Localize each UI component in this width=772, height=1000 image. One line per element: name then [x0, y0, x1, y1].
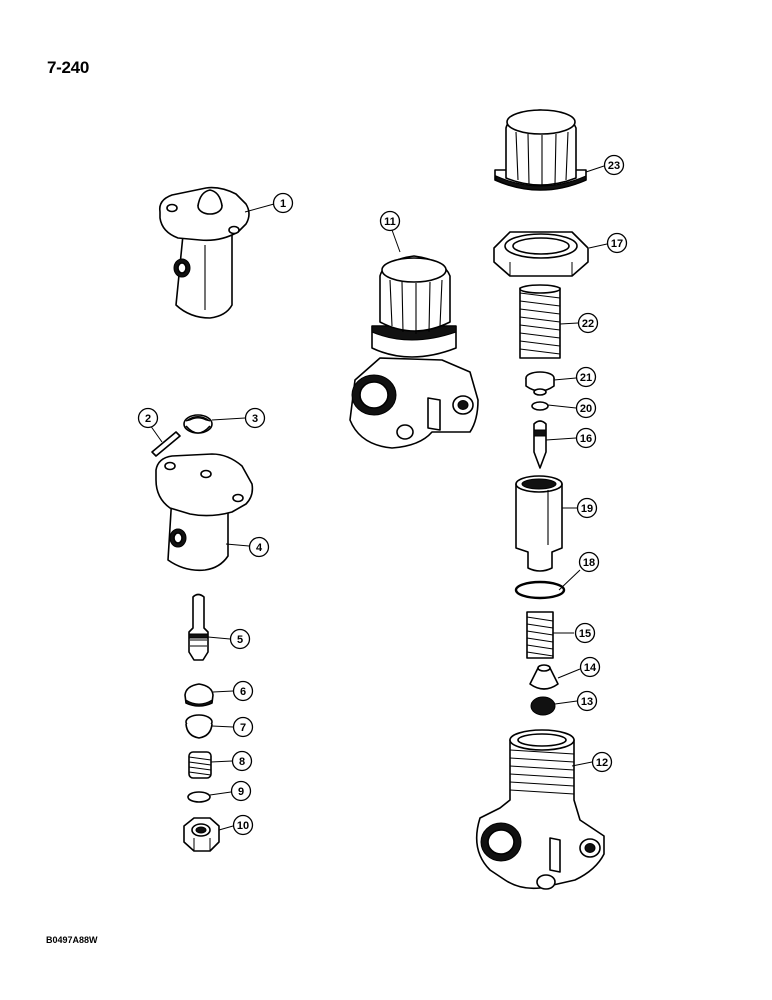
callout-16-label: 16 — [580, 433, 592, 445]
callout-3: 3 — [244, 407, 266, 429]
callout-4: 4 — [248, 536, 270, 558]
callout-9-label: 9 — [238, 786, 244, 798]
part-14-cone — [529, 664, 559, 690]
callout-21-label: 21 — [580, 372, 592, 384]
callout-23-label: 23 — [608, 160, 620, 172]
callout-19-label: 19 — [581, 503, 593, 515]
part-13-ball — [530, 696, 556, 716]
callout-6: 6 — [232, 680, 254, 702]
callout-17-label: 17 — [611, 238, 623, 250]
part-16-needle — [533, 420, 547, 469]
callout-22: 22 — [577, 312, 599, 334]
callout-2-label: 2 — [145, 413, 151, 425]
callout-1-label: 1 — [280, 198, 286, 210]
callout-1: 1 — [272, 192, 294, 214]
callout-15-label: 15 — [579, 628, 591, 640]
callout-19: 19 — [576, 497, 598, 519]
callout-4-label: 4 — [256, 542, 263, 554]
part-8-spring — [188, 751, 212, 779]
part-11-valve-assembly — [349, 255, 479, 449]
leader-lines — [149, 165, 608, 831]
callout-12: 12 — [591, 751, 613, 773]
callout-10: 10 — [232, 814, 254, 836]
callout-20: 20 — [575, 397, 597, 419]
part-5-plunger — [188, 593, 209, 661]
callout-22-label: 22 — [582, 318, 594, 330]
callout-14-label: 14 — [584, 662, 597, 674]
part-12-threaded-body — [475, 729, 605, 890]
callout-3-label: 3 — [252, 413, 258, 425]
part-20-o-ring — [531, 401, 549, 411]
callout-15: 15 — [574, 622, 596, 644]
part-15-spring — [526, 611, 554, 659]
callout-9: 9 — [230, 780, 252, 802]
part-3-cap — [183, 414, 213, 434]
callout-6-label: 6 — [240, 686, 246, 698]
callout-18-label: 18 — [583, 557, 595, 569]
callout-16: 16 — [575, 427, 597, 449]
callout-8-label: 8 — [239, 756, 245, 768]
part-6-seat — [184, 683, 214, 707]
callout-23: 23 — [603, 154, 625, 176]
callout-11-label: 11 — [384, 216, 396, 228]
callouts: 1 2 3 4 5 6 7 8 — [137, 154, 628, 836]
callout-5-label: 5 — [237, 634, 243, 646]
callout-7: 7 — [232, 716, 254, 738]
part-1-flanged-valve-body — [158, 186, 250, 319]
part-22-spring — [519, 284, 561, 359]
part-18-o-ring — [514, 580, 566, 600]
part-9-disc — [187, 791, 211, 803]
callout-14: 14 — [579, 656, 601, 678]
part-10-hex-nut — [183, 817, 220, 852]
part-4-flanged-valve-body — [155, 453, 254, 572]
figure-code: B0497A88W — [46, 935, 98, 945]
callout-8: 8 — [231, 750, 253, 772]
part-19-cartridge — [515, 475, 563, 572]
callout-21: 21 — [575, 366, 597, 388]
callout-11: 11 — [379, 210, 401, 232]
callout-13: 13 — [576, 690, 598, 712]
callout-2: 2 — [137, 407, 159, 429]
callout-17: 17 — [606, 232, 628, 254]
part-21-spring-seat — [525, 371, 555, 396]
part-2-pin — [151, 431, 181, 457]
callout-7-label: 7 — [240, 722, 246, 734]
callout-20-label: 20 — [580, 403, 592, 415]
callout-5: 5 — [229, 628, 251, 650]
callout-13-label: 13 — [581, 696, 593, 708]
callout-18: 18 — [578, 551, 600, 573]
page-number: 7-240 — [47, 58, 89, 77]
callout-10-label: 10 — [237, 820, 249, 832]
callout-12-label: 12 — [596, 757, 608, 769]
part-23-knob — [494, 109, 587, 191]
part-17-lock-nut — [493, 231, 589, 277]
part-7-cup — [185, 714, 213, 739]
